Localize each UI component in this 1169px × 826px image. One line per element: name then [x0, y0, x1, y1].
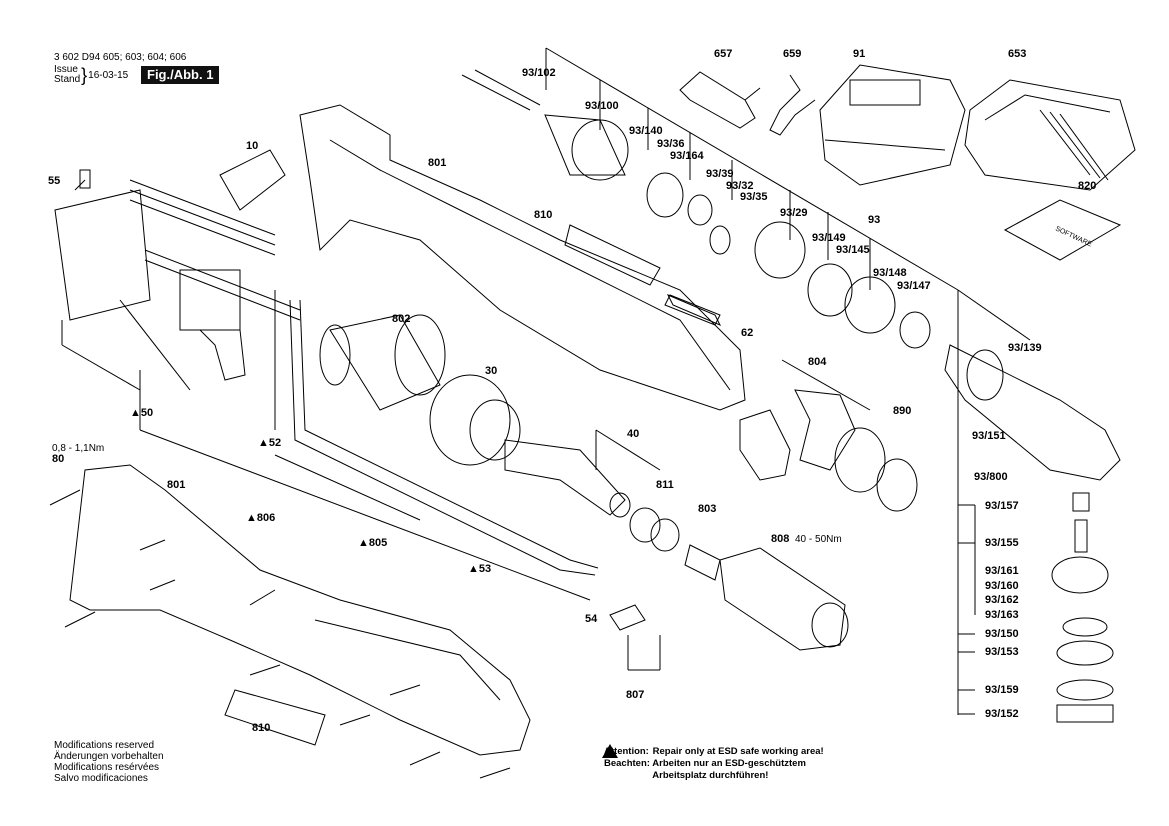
motor-drawing	[319, 314, 446, 411]
torque-808: 40 - 50Nm	[795, 534, 842, 545]
latch-drawing	[609, 604, 646, 631]
spring-drawing	[684, 544, 721, 581]
label-62: 62	[741, 327, 754, 339]
belt-clip-drawing	[769, 74, 816, 136]
housing-drawing	[299, 104, 746, 411]
gear-housing-drawing	[429, 374, 521, 466]
bevel-gear-parts-drawing	[1051, 492, 1114, 723]
hex-key-drawing	[679, 71, 761, 129]
note-line: Änderungen vorbehalten	[54, 751, 164, 762]
label-50: ▲50	[130, 407, 154, 419]
esd-warning: Attention: Repair only at ESD safe worki…	[604, 746, 824, 782]
label-93-152: 93/152	[985, 708, 1019, 720]
label-93-161: 93/161	[985, 565, 1019, 577]
label-802: 802	[392, 313, 411, 325]
label-93-36: 93/36	[657, 138, 685, 150]
software-card-text: SOFTWARE	[1054, 225, 1093, 248]
screws-drawing	[49, 489, 511, 779]
label-807: 807	[626, 689, 645, 701]
label-811: 811	[656, 479, 674, 491]
chuck-drawing	[719, 547, 849, 651]
label-890: 890	[893, 405, 912, 417]
label-40: 40	[627, 428, 640, 440]
modification-notes: Modifications reserved Änderungen vorbeh…	[54, 740, 164, 784]
label-93: 93	[868, 214, 881, 226]
label-806: ▲806	[246, 512, 276, 524]
label-93-159: 93/159	[985, 684, 1019, 696]
part-number: 3 602 D94 605; 603; 604; 606	[54, 52, 187, 63]
label-93-100: 93/100	[585, 100, 619, 112]
label-93-162: 93/162	[985, 594, 1019, 606]
clamp-drawing	[739, 389, 918, 512]
clip-62-drawing	[666, 294, 722, 326]
leader-lines	[61, 47, 1031, 715]
label-810-top: 810	[534, 209, 553, 221]
label-93-145: 93/145	[836, 244, 870, 256]
label-93-157: 93/157	[985, 500, 1019, 512]
label-93-29: 93/29	[780, 207, 808, 219]
software-card-drawing	[1003, 199, 1122, 261]
label-804: 804	[808, 356, 827, 368]
note-line: Modifications resérvées	[54, 762, 160, 773]
beachten-key: Beachten:	[604, 758, 650, 769]
beachten-text-1: Arbeiten nur an ESD-geschütztem	[652, 758, 806, 769]
bottom-housing-drawing	[69, 464, 531, 756]
label-820: 820	[1078, 180, 1097, 192]
gear-train-drawing	[461, 69, 1121, 481]
label-657: 657	[714, 48, 733, 60]
warning-triangle-icon	[602, 744, 618, 758]
label-30: 30	[485, 365, 498, 377]
charger-drawing	[964, 79, 1136, 191]
label-93-102: 93/102	[522, 67, 556, 79]
label-93-160: 93/160	[985, 580, 1019, 592]
label-801-bottom: 801	[167, 479, 186, 491]
attention-key: Attention:	[604, 746, 649, 757]
note-line: Modifications reserved	[54, 740, 155, 751]
label-93-150: 93/150	[985, 628, 1019, 640]
spindle-drawing	[504, 439, 631, 518]
label-808: 808	[771, 533, 790, 545]
label-80: 80	[52, 453, 65, 465]
label-93-35: 93/35	[740, 191, 768, 203]
label-91: 91	[853, 48, 866, 60]
label-10: 10	[246, 140, 259, 152]
label-53: ▲53	[468, 563, 492, 575]
label-54: 54	[585, 613, 598, 625]
label-93-149: 93/149	[812, 232, 846, 244]
label-653: 653	[1008, 48, 1027, 60]
label-93-139: 93/139	[1008, 342, 1042, 354]
figure-label: Fig./Abb. 1	[141, 66, 220, 84]
label-93-163: 93/163	[985, 609, 1019, 621]
label-93-148: 93/148	[873, 267, 907, 279]
beachten-text-2: Arbeitsplatz durchführen!	[652, 770, 769, 781]
label-93-32: 93/32	[726, 180, 754, 192]
label-805: ▲805	[358, 537, 388, 549]
document-header: 3 602 D94 605; 603; 604; 606 Issue Stand…	[54, 52, 187, 85]
label-801-top: 801	[428, 157, 447, 169]
label-93-140: 93/140	[629, 125, 663, 137]
ring-drawing	[629, 507, 680, 552]
issue-date: 16-03-15	[88, 69, 129, 81]
label-810-bottom: 810	[252, 722, 271, 734]
label-93-147: 93/147	[897, 280, 931, 292]
note-line: Salvo modificaciones	[54, 773, 148, 784]
stand-label: Stand	[54, 74, 81, 85]
label-55: 55	[48, 175, 61, 187]
battery-drawing	[819, 64, 966, 186]
label-93-151: 93/151	[972, 430, 1006, 442]
label-93-164: 93/164	[670, 150, 704, 162]
label-93-155: 93/155	[985, 537, 1019, 549]
label-803: 803	[698, 503, 717, 515]
label-93-153: 93/153	[985, 646, 1019, 658]
label-52: ▲52	[258, 437, 282, 449]
issue-label: Issue	[54, 64, 78, 75]
label-93-39: 93/39	[706, 168, 734, 180]
attention-text: Repair only at ESD safe working area!	[652, 746, 824, 757]
torque-80: 0,8 - 1,1Nm	[52, 443, 105, 454]
electronics-drawing	[54, 149, 599, 576]
label-659: 659	[783, 48, 802, 60]
label-93-800: 93/800	[974, 471, 1008, 483]
